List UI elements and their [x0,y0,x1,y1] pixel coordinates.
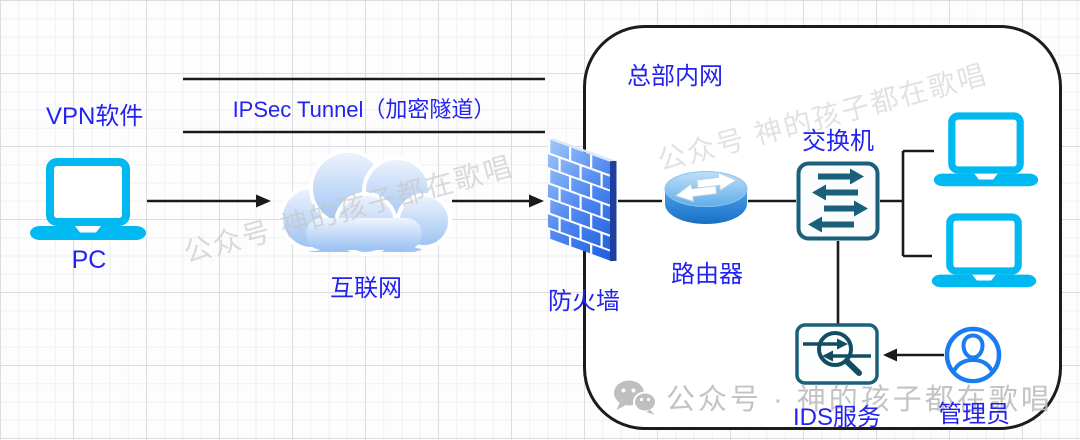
internet-label: 互联网 [330,275,402,302]
pc-laptop-icon [30,158,146,240]
firewall-icon [548,138,617,262]
pc-label: PC [71,246,107,274]
switch-icon [796,161,880,241]
ids-icon [795,323,879,385]
firewall-label: 防火墙 [548,288,620,315]
ids-service-label: IDS服务 [792,404,881,431]
router-label: 路由器 [671,261,743,288]
workstation-1-icon [933,112,1039,187]
router-icon [664,171,748,224]
admin-label: 管理员 [938,401,1010,428]
admin-user-icon [944,326,1002,384]
internet-cloud-icon [279,149,452,256]
switch-label: 交换机 [802,128,874,155]
vpn-software-label: VPN软件 [46,103,144,130]
ipsec-tunnel-label: IPSec Tunnel（加密隧道） [232,97,496,122]
hq-intranet-label: 总部内网 [627,63,723,90]
workstation-2-icon [931,213,1037,288]
